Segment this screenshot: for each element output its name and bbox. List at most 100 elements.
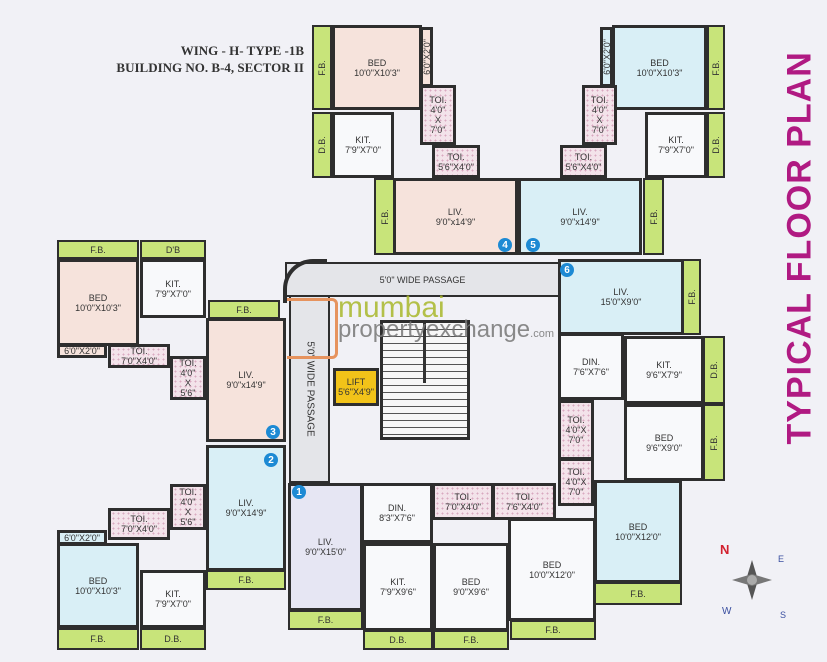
room-text: F.B. xyxy=(90,245,106,255)
compass-n: N xyxy=(720,542,729,557)
room-label: F.B. xyxy=(708,434,719,451)
room-label: TOI. xyxy=(130,514,148,524)
room-text: F.B. xyxy=(236,305,252,315)
room-db: D.B. xyxy=(312,112,332,178)
room-text: TOI.4'0" X 7'0" xyxy=(429,95,446,135)
room-text: D.B. xyxy=(164,634,182,644)
room-dimensions: 5'6"X4'0" xyxy=(565,161,602,172)
side-title: TYPICAL FLOOR PLAN xyxy=(780,51,819,445)
room-text: DIN.8'3"X7'6" xyxy=(379,503,415,523)
room-dimensions: 9'0"x14'9" xyxy=(435,216,476,227)
room-label: F.B. xyxy=(545,625,561,635)
watermark-part3: .com xyxy=(530,328,554,340)
room-text: TOI.5'6"X4'0" xyxy=(438,152,474,172)
room-dimensions: 10'0"X10'3" xyxy=(75,585,121,596)
room-text: D.B. xyxy=(711,136,721,154)
room-kit: KIT.7'9"X9'6" xyxy=(363,543,433,631)
watermark-logo: mumbai propertyexchange.com xyxy=(338,293,554,345)
room-x: 6'0"X2'0" xyxy=(420,27,433,87)
room-label: TOI. xyxy=(574,151,593,162)
room-label: LIV. xyxy=(572,206,588,217)
room-label: 6'0"X2'0" xyxy=(64,532,100,543)
room-label: F.B. xyxy=(463,635,479,645)
room-liv: LIV.9'0"x14'9" xyxy=(518,178,642,255)
room-label: BED xyxy=(628,521,648,532)
room-fb: F.B. xyxy=(707,25,725,110)
room-toi: TOI.4'0" X 7'0" xyxy=(420,85,456,145)
room-text: 6'0"X2'0" xyxy=(422,39,432,75)
room-dimensions: 5'6"X4'0" xyxy=(438,161,474,172)
room-label: D.B. xyxy=(317,136,328,154)
room-dimensions: 9'0"X15'0" xyxy=(305,547,346,557)
room-liv: LIV.9'0"x14'9" xyxy=(206,318,286,442)
room-text: F.B. xyxy=(317,60,327,76)
room-toi: TOI.7'6"X4'0" xyxy=(492,483,556,520)
room-kit: KIT.7'9"X7'0" xyxy=(332,112,394,178)
room-label: TOI. xyxy=(515,491,533,502)
room-label: BED xyxy=(367,57,387,68)
room-text: LIV.9'0"x14'9" xyxy=(560,207,599,227)
room-text: DIN.7'6"X7'6" xyxy=(573,357,609,377)
room-fb: F.B. xyxy=(703,404,725,481)
room-text: F.B. xyxy=(238,575,254,585)
room-liv: LIV.15'0"X9'0" xyxy=(558,259,684,335)
room-label: TOI. xyxy=(567,467,585,477)
room-label: LIV. xyxy=(238,498,254,508)
room-dimensions: 5'6"X4'9" xyxy=(338,387,374,397)
room-label: D.B. xyxy=(389,635,407,645)
room-dimensions: 7'9"X7'0" xyxy=(155,599,191,609)
room-label: F.B. xyxy=(317,615,334,625)
room-dimensions: 7'0"X4'0" xyxy=(445,501,481,512)
room-din: DIN.8'3"X7'6" xyxy=(361,483,433,543)
room-label: F.B. xyxy=(630,588,646,599)
room-x: 6'0"X2'0" xyxy=(57,344,107,358)
room-label: F.B. xyxy=(711,59,722,76)
compass-e: E xyxy=(778,554,784,564)
room-label: TOI. xyxy=(447,151,465,162)
room-label: BED xyxy=(88,292,108,303)
room-din: DIN.7'6"X7'6" xyxy=(558,333,624,400)
room-liv: LIV.9'0"x14'9" xyxy=(393,178,518,255)
room-toi: TOI.4'0" X 7'0" xyxy=(582,85,617,145)
room-text: TOI.5'6"X4'0" xyxy=(566,152,602,172)
room-dimensions: 4'0" X 5'6" xyxy=(180,368,196,398)
room-text: TOI.4'0" X 7'0" xyxy=(591,95,608,135)
room-x: 6'0"X2'0" xyxy=(600,27,613,87)
room-dimensions: 10'0"X10'3" xyxy=(354,67,400,78)
room-label: LIFT xyxy=(346,377,366,387)
room-text: TOI.7'0"X4'0" xyxy=(121,514,157,534)
room-kit: KIT.7'9"X7'0" xyxy=(645,112,707,178)
room-text: F.B. xyxy=(545,625,561,635)
room-dimensions: 4'0"X 7'0" xyxy=(565,425,587,445)
room-toi: TOI.7'0"X4'0" xyxy=(432,483,494,520)
room-dimensions: 7'9"X7'0" xyxy=(155,288,191,299)
passage-curved-corner xyxy=(283,259,327,303)
flat-marker-1: 1 xyxy=(292,485,306,499)
room-text: LIV.9'0"X15'0" xyxy=(305,537,346,557)
room-toi: TOI.5'6"X4'0" xyxy=(560,145,607,178)
room-dimensions: 4'0" X 7'0" xyxy=(592,105,607,135)
room-label: LIV. xyxy=(613,287,629,297)
room-label: F.B. xyxy=(90,244,106,255)
room-toi: TOI.4'0"X 7'0" xyxy=(558,458,594,506)
plan-header: WING - H- TYPE -1B BUILDING NO. B-4, SEC… xyxy=(96,42,304,76)
room-fb: F.B. xyxy=(433,630,509,650)
room-dimensions: 7'6"X7'6" xyxy=(573,366,609,377)
room-text: 6'0"X2'0" xyxy=(602,39,612,75)
room-text: D.B. xyxy=(709,361,719,379)
room-text: F.B. xyxy=(687,289,697,305)
room-text: 6'0"X2'0" xyxy=(64,346,100,356)
flat-marker-4: 4 xyxy=(498,238,512,252)
room-liv: LIV.9'0"X15'0" xyxy=(288,483,363,611)
room-label: F.B. xyxy=(236,304,252,315)
room-label: TOI. xyxy=(179,358,197,368)
room-text: TOI.7'0"X4'0" xyxy=(445,492,481,512)
